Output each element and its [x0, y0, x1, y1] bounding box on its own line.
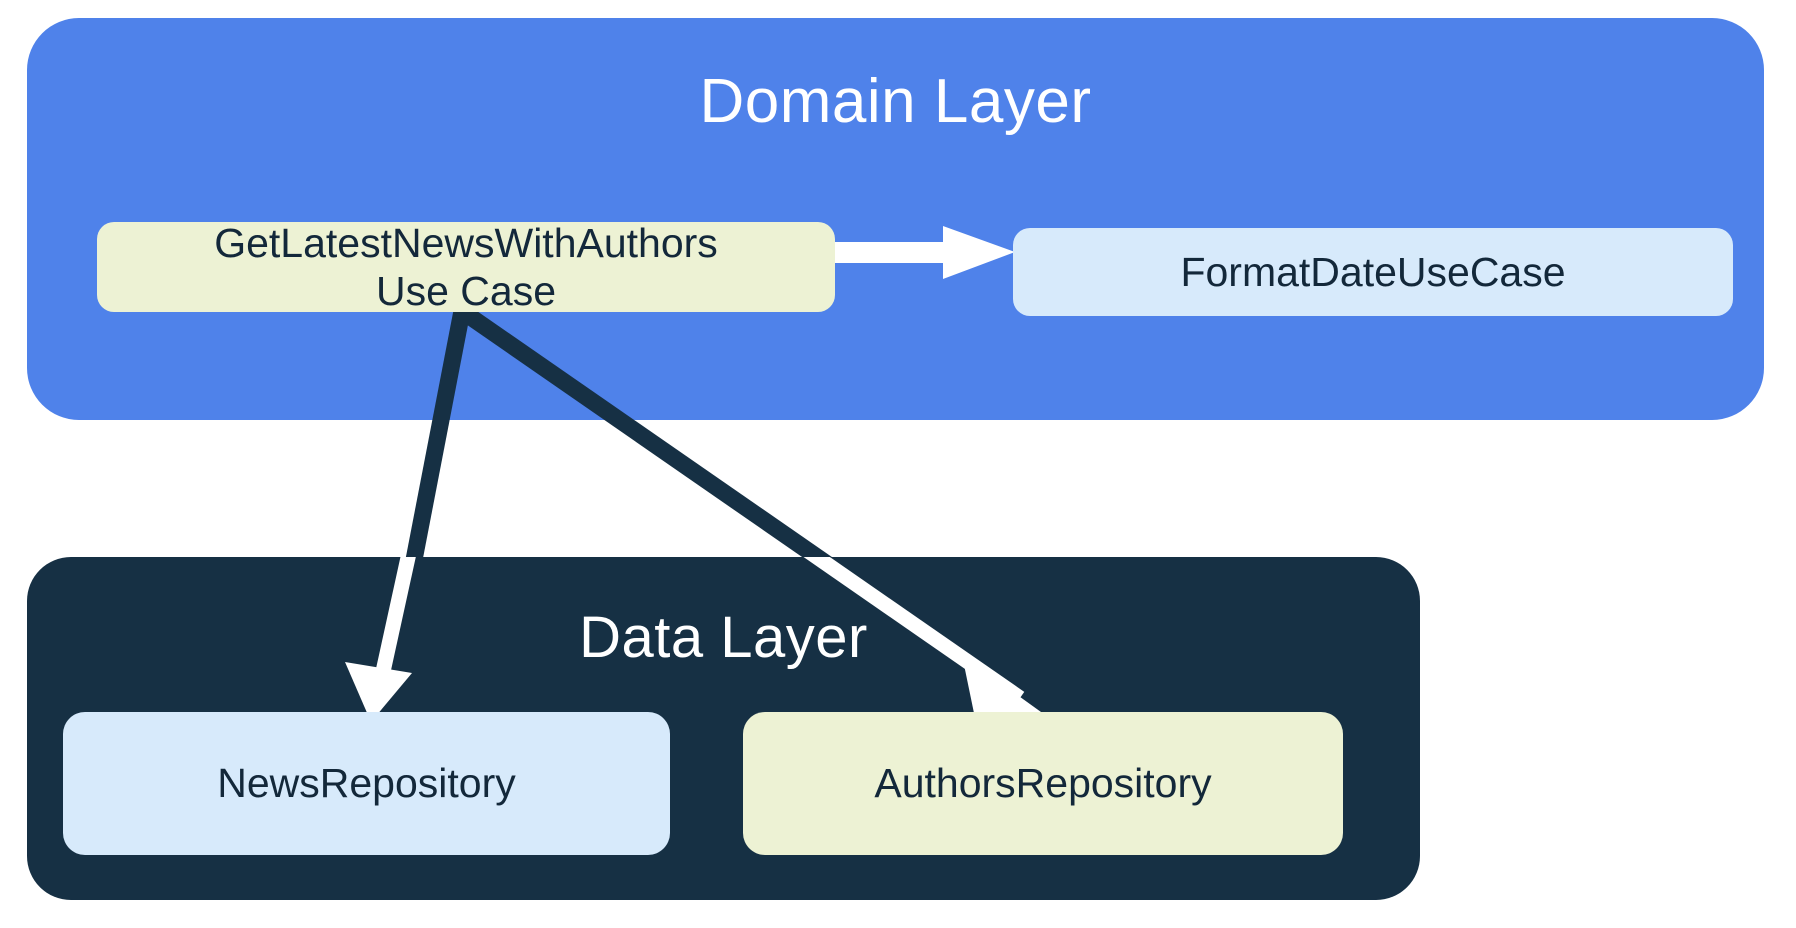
node-label-line2: Use Case — [375, 268, 556, 314]
node-authors-repository[interactable]: AuthorsRepository — [743, 712, 1343, 855]
node-label-line1: GetLatestNewsWithAuthors — [214, 219, 718, 266]
node-news-repository[interactable]: NewsRepository — [63, 712, 670, 855]
node-format-date-use-case[interactable]: FormatDateUseCase — [1013, 228, 1733, 316]
node-label: GetLatestNewsWithAuthors Use Case — [214, 219, 718, 316]
data-layer-title: Data Layer — [579, 605, 868, 670]
domain-layer-title: Domain Layer — [699, 67, 1092, 136]
node-get-latest-news-with-authors-use-case[interactable]: GetLatestNewsWithAuthors Use Case — [97, 220, 835, 314]
